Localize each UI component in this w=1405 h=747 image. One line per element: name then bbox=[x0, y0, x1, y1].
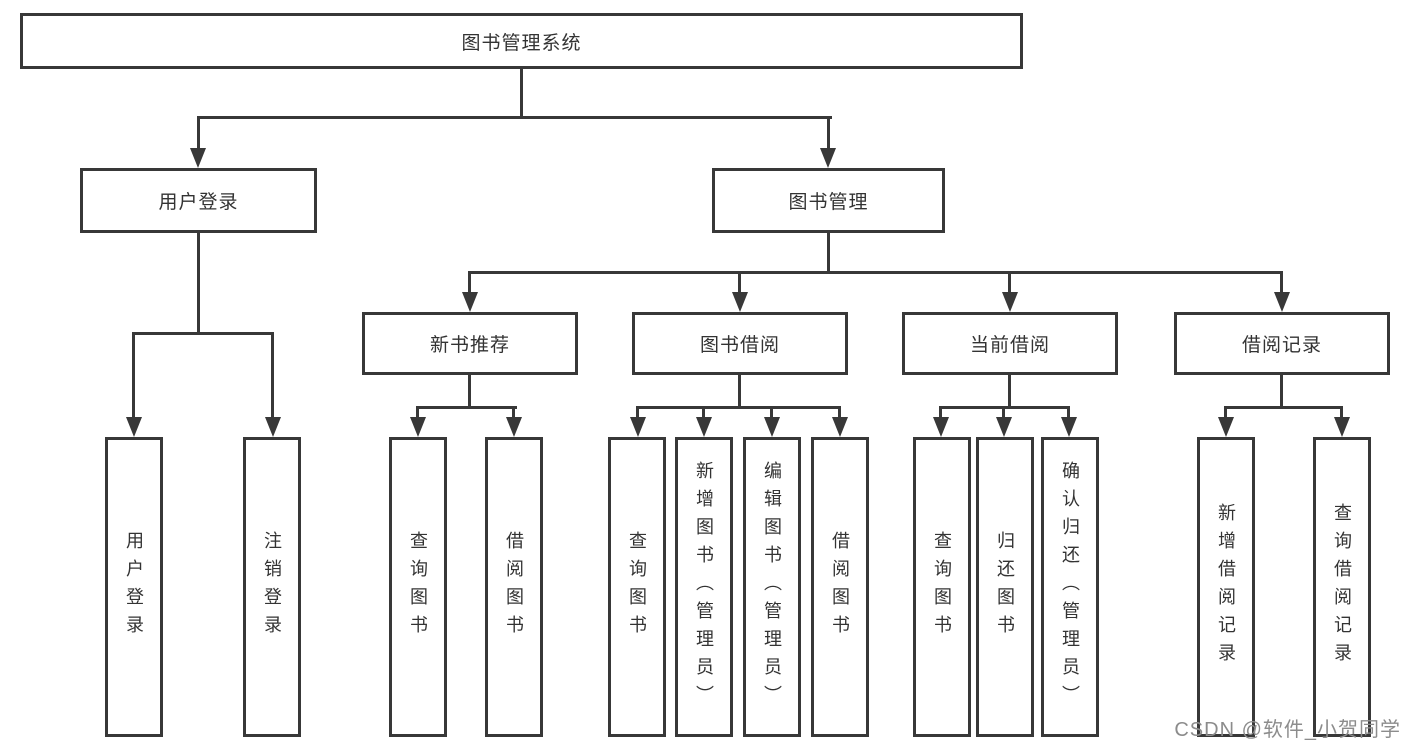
connector-drop-feature bbox=[1008, 271, 1011, 295]
leaf-borrow-books-recommend: 借阅图书 bbox=[485, 437, 543, 737]
connector-drop-leaf bbox=[702, 406, 705, 420]
csdn-watermark: CSDN @软件_小贺同学 bbox=[1174, 719, 1401, 741]
node-book-borrow: 图书借阅 bbox=[632, 312, 848, 375]
node-book-management-module: 图书管理 bbox=[712, 168, 945, 233]
connector-user-login-split bbox=[132, 332, 274, 335]
leaf-label: 查询图书 bbox=[932, 531, 952, 643]
arrow-down-icon bbox=[832, 417, 848, 437]
arrow-down-icon bbox=[462, 292, 478, 312]
connector-drop-leaf bbox=[939, 406, 942, 420]
connector-user-login-stem bbox=[197, 233, 200, 335]
connector-drop-leaf bbox=[838, 406, 841, 420]
arrow-down-icon bbox=[126, 417, 142, 437]
arrow-down-icon bbox=[820, 148, 836, 168]
node-label: 图书管理 bbox=[788, 192, 869, 213]
connector-drop-book-mgmt bbox=[827, 116, 830, 150]
leaf-label: 用户登录 bbox=[124, 531, 144, 643]
leaf-add-books-admin: 新增图书（管理员） bbox=[675, 437, 733, 737]
node-label: 用户登录 bbox=[158, 192, 239, 213]
connector-drop-feature bbox=[468, 271, 471, 295]
arrow-down-icon bbox=[1274, 292, 1290, 312]
node-library-management-system: 图书管理系统 bbox=[20, 13, 1023, 69]
arrow-down-icon bbox=[933, 417, 949, 437]
leaf-label: 借阅图书 bbox=[830, 531, 850, 643]
connector-feature-stem bbox=[1008, 375, 1011, 409]
leaf-query-books-recommend: 查询图书 bbox=[389, 437, 447, 737]
connector-book-mgmt-stem bbox=[827, 233, 830, 274]
connector-drop-leaf bbox=[1340, 406, 1343, 420]
connector-drop-leaf bbox=[1067, 406, 1070, 420]
connector-drop-leaf bbox=[416, 406, 419, 420]
node-label: 图书管理系统 bbox=[461, 32, 582, 54]
arrow-down-icon bbox=[732, 292, 748, 312]
arrow-down-icon bbox=[630, 417, 646, 437]
leaf-label: 新增借阅记录 bbox=[1216, 503, 1236, 671]
node-label: 新书推荐 bbox=[429, 335, 510, 356]
leaf-label: 归还图书 bbox=[995, 531, 1015, 643]
arrow-down-icon bbox=[1334, 417, 1350, 437]
leaf-query-borrow-record: 查询借阅记录 bbox=[1313, 437, 1371, 737]
connector-drop-user-login bbox=[197, 116, 200, 150]
leaf-label: 查询图书 bbox=[627, 531, 647, 643]
arrow-down-icon bbox=[265, 417, 281, 437]
arrow-down-icon bbox=[764, 417, 780, 437]
leaf-user-login: 用户登录 bbox=[105, 437, 163, 737]
connector-feature-split bbox=[636, 406, 841, 409]
arrow-down-icon bbox=[506, 417, 522, 437]
leaf-label: 确认归还（管理员） bbox=[1060, 461, 1080, 713]
node-label: 借阅记录 bbox=[1241, 335, 1322, 356]
arrow-down-icon bbox=[1218, 417, 1234, 437]
leaf-add-borrow-record: 新增借阅记录 bbox=[1197, 437, 1255, 737]
connector-feature-stem bbox=[468, 375, 471, 409]
leaf-return-books: 归还图书 bbox=[976, 437, 1034, 737]
connector-feature-stem bbox=[1280, 375, 1283, 409]
leaf-label: 新增图书（管理员） bbox=[694, 461, 714, 713]
leaf-logout: 注销登录 bbox=[243, 437, 301, 737]
node-current-borrow: 当前借阅 bbox=[902, 312, 1118, 375]
leaf-label: 借阅图书 bbox=[504, 531, 524, 643]
arrow-down-icon bbox=[996, 417, 1012, 437]
node-label: 图书借阅 bbox=[699, 335, 780, 356]
arrow-down-icon bbox=[190, 148, 206, 168]
node-label: 当前借阅 bbox=[969, 335, 1050, 356]
connector-drop-leaf bbox=[1224, 406, 1227, 420]
connector-book-mgmt-split bbox=[468, 271, 1283, 274]
leaf-label: 查询图书 bbox=[408, 531, 428, 643]
connector-root-split bbox=[197, 116, 832, 119]
arrow-down-icon bbox=[410, 417, 426, 437]
arrow-down-icon bbox=[1061, 417, 1077, 437]
connector-root-stem bbox=[520, 69, 523, 119]
leaf-label: 注销登录 bbox=[262, 531, 282, 643]
connector-feature-stem bbox=[738, 375, 741, 409]
leaf-query-books-borrow: 查询图书 bbox=[608, 437, 666, 737]
connector-drop-leaf bbox=[271, 332, 274, 419]
leaf-borrow-books: 借阅图书 bbox=[811, 437, 869, 737]
connector-drop-feature bbox=[1280, 271, 1283, 295]
node-user-login-module: 用户登录 bbox=[80, 168, 317, 233]
connector-drop-leaf bbox=[636, 406, 639, 420]
connector-drop-leaf bbox=[132, 332, 135, 419]
leaf-label: 编辑图书（管理员） bbox=[762, 461, 782, 713]
arrow-down-icon bbox=[1002, 292, 1018, 312]
node-new-book-recommend: 新书推荐 bbox=[362, 312, 578, 375]
leaf-edit-books-admin: 编辑图书（管理员） bbox=[743, 437, 801, 737]
connector-drop-leaf bbox=[1002, 406, 1005, 420]
connector-drop-leaf bbox=[512, 406, 515, 420]
arrow-down-icon bbox=[696, 417, 712, 437]
connector-feature-split bbox=[416, 406, 517, 409]
leaf-label: 查询借阅记录 bbox=[1332, 503, 1352, 671]
node-borrow-records: 借阅记录 bbox=[1174, 312, 1390, 375]
leaf-query-books-current: 查询图书 bbox=[913, 437, 971, 737]
connector-feature-split bbox=[1224, 406, 1343, 409]
connector-drop-feature bbox=[738, 271, 741, 295]
connector-drop-leaf bbox=[770, 406, 773, 420]
leaf-confirm-return-admin: 确认归还（管理员） bbox=[1041, 437, 1099, 737]
